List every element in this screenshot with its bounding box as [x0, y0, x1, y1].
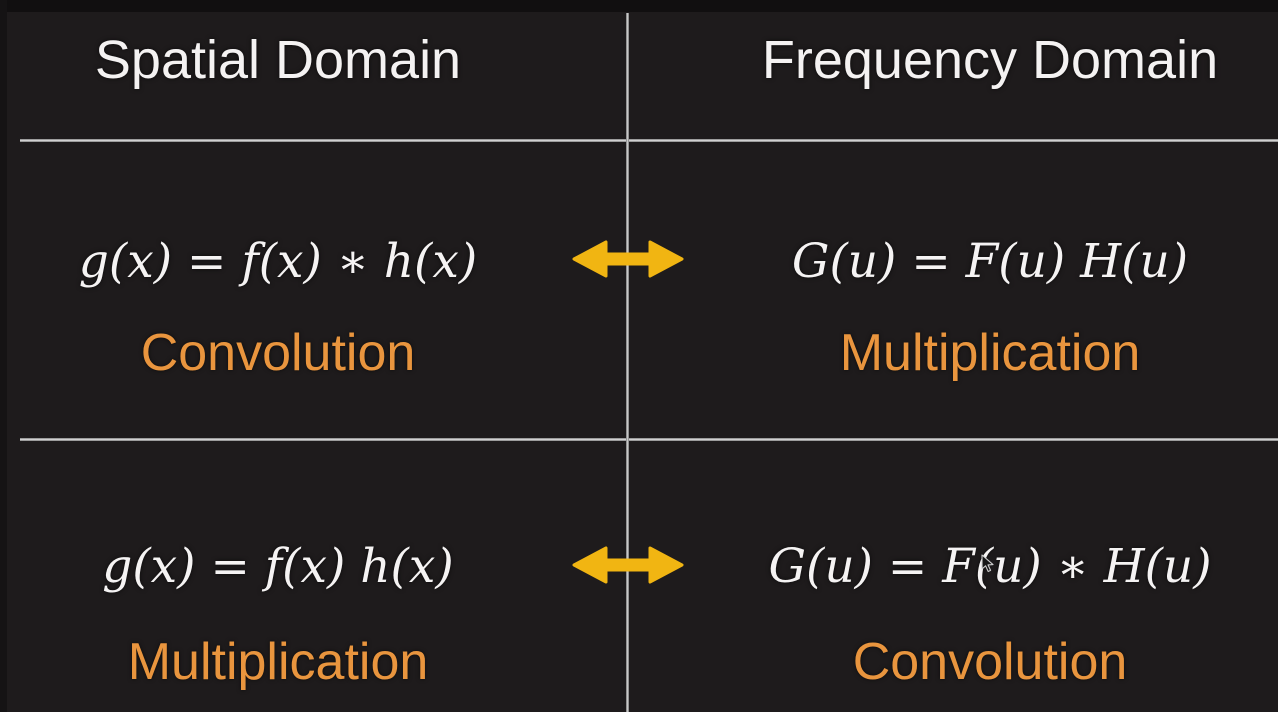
- frequency-equation-row2: G(u) = F(u) ∗ H(u): [768, 539, 1212, 594]
- header-divider-line: [20, 139, 1278, 142]
- spatial-operation-label-row1: Convolution: [140, 324, 416, 382]
- column-divider-line: [626, 13, 629, 712]
- row-divider-line: [20, 438, 1278, 441]
- equivalence-arrow-icon: [570, 542, 686, 588]
- frequency-equation-row1: G(u) = F(u) H(u): [791, 234, 1189, 289]
- frequency-operation-label-row2: Convolution: [852, 633, 1128, 691]
- top-edge-shade: [0, 0, 1278, 12]
- spatial-domain-header: Spatial Domain: [94, 30, 462, 90]
- frequency-operation-label-row1: Multiplication: [839, 324, 1141, 382]
- mouse-cursor-icon: [981, 554, 995, 574]
- frequency-domain-header: Frequency Domain: [761, 30, 1219, 90]
- spatial-equation-row2: g(x) = f(x) h(x): [102, 539, 454, 594]
- left-edge-shade: [0, 0, 7, 712]
- spatial-equation-row1: g(x) = f(x) ∗ h(x): [78, 234, 478, 289]
- spatial-operation-label-row2: Multiplication: [127, 633, 429, 691]
- equivalence-arrow-icon: [570, 236, 686, 282]
